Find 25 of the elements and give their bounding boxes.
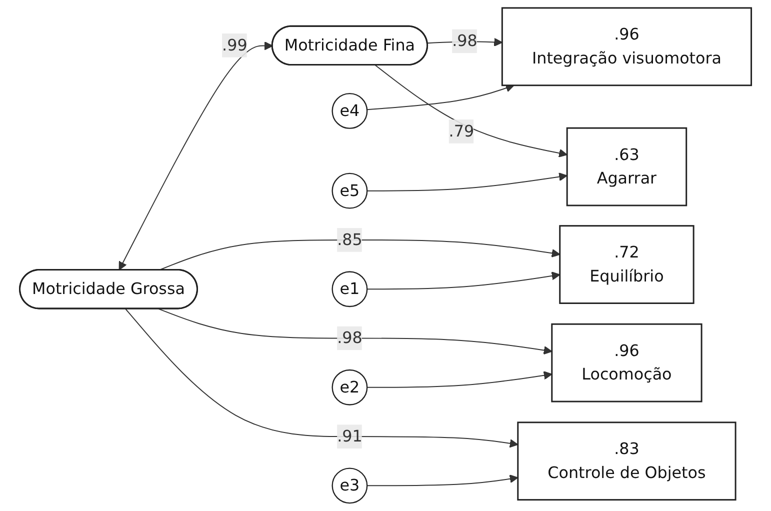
- node-circle: e3: [332, 468, 368, 504]
- arrow: [374, 64, 568, 158]
- arrow: [366, 474, 518, 486]
- node-box: .96 Integração visuomotora: [501, 7, 752, 86]
- edge-label: .98: [452, 31, 478, 50]
- node-circle: e1: [332, 271, 368, 308]
- edge-label: .79: [448, 122, 474, 140]
- node-box: .96 Locomoção: [551, 323, 702, 402]
- node-box: .83 Controle de Objetos: [517, 422, 736, 501]
- arrow: [366, 172, 568, 192]
- node-circle: e2: [332, 369, 368, 406]
- edge-label: .99: [222, 36, 248, 54]
- arrow: [366, 371, 552, 388]
- edge-label: .85: [337, 230, 362, 249]
- node-box: .63 Agarrar: [566, 127, 688, 206]
- node-circle: e5: [332, 172, 368, 209]
- arrow: [125, 308, 518, 448]
- arrow: [366, 272, 560, 290]
- edge-label: .91: [337, 426, 362, 446]
- arrow: [366, 84, 514, 110]
- arrow: [118, 41, 273, 270]
- node-box: .72 Equilíbrio: [559, 225, 694, 304]
- arrow: [158, 308, 552, 355]
- edge-label: .98: [337, 328, 362, 348]
- node-circle: e4: [332, 92, 368, 129]
